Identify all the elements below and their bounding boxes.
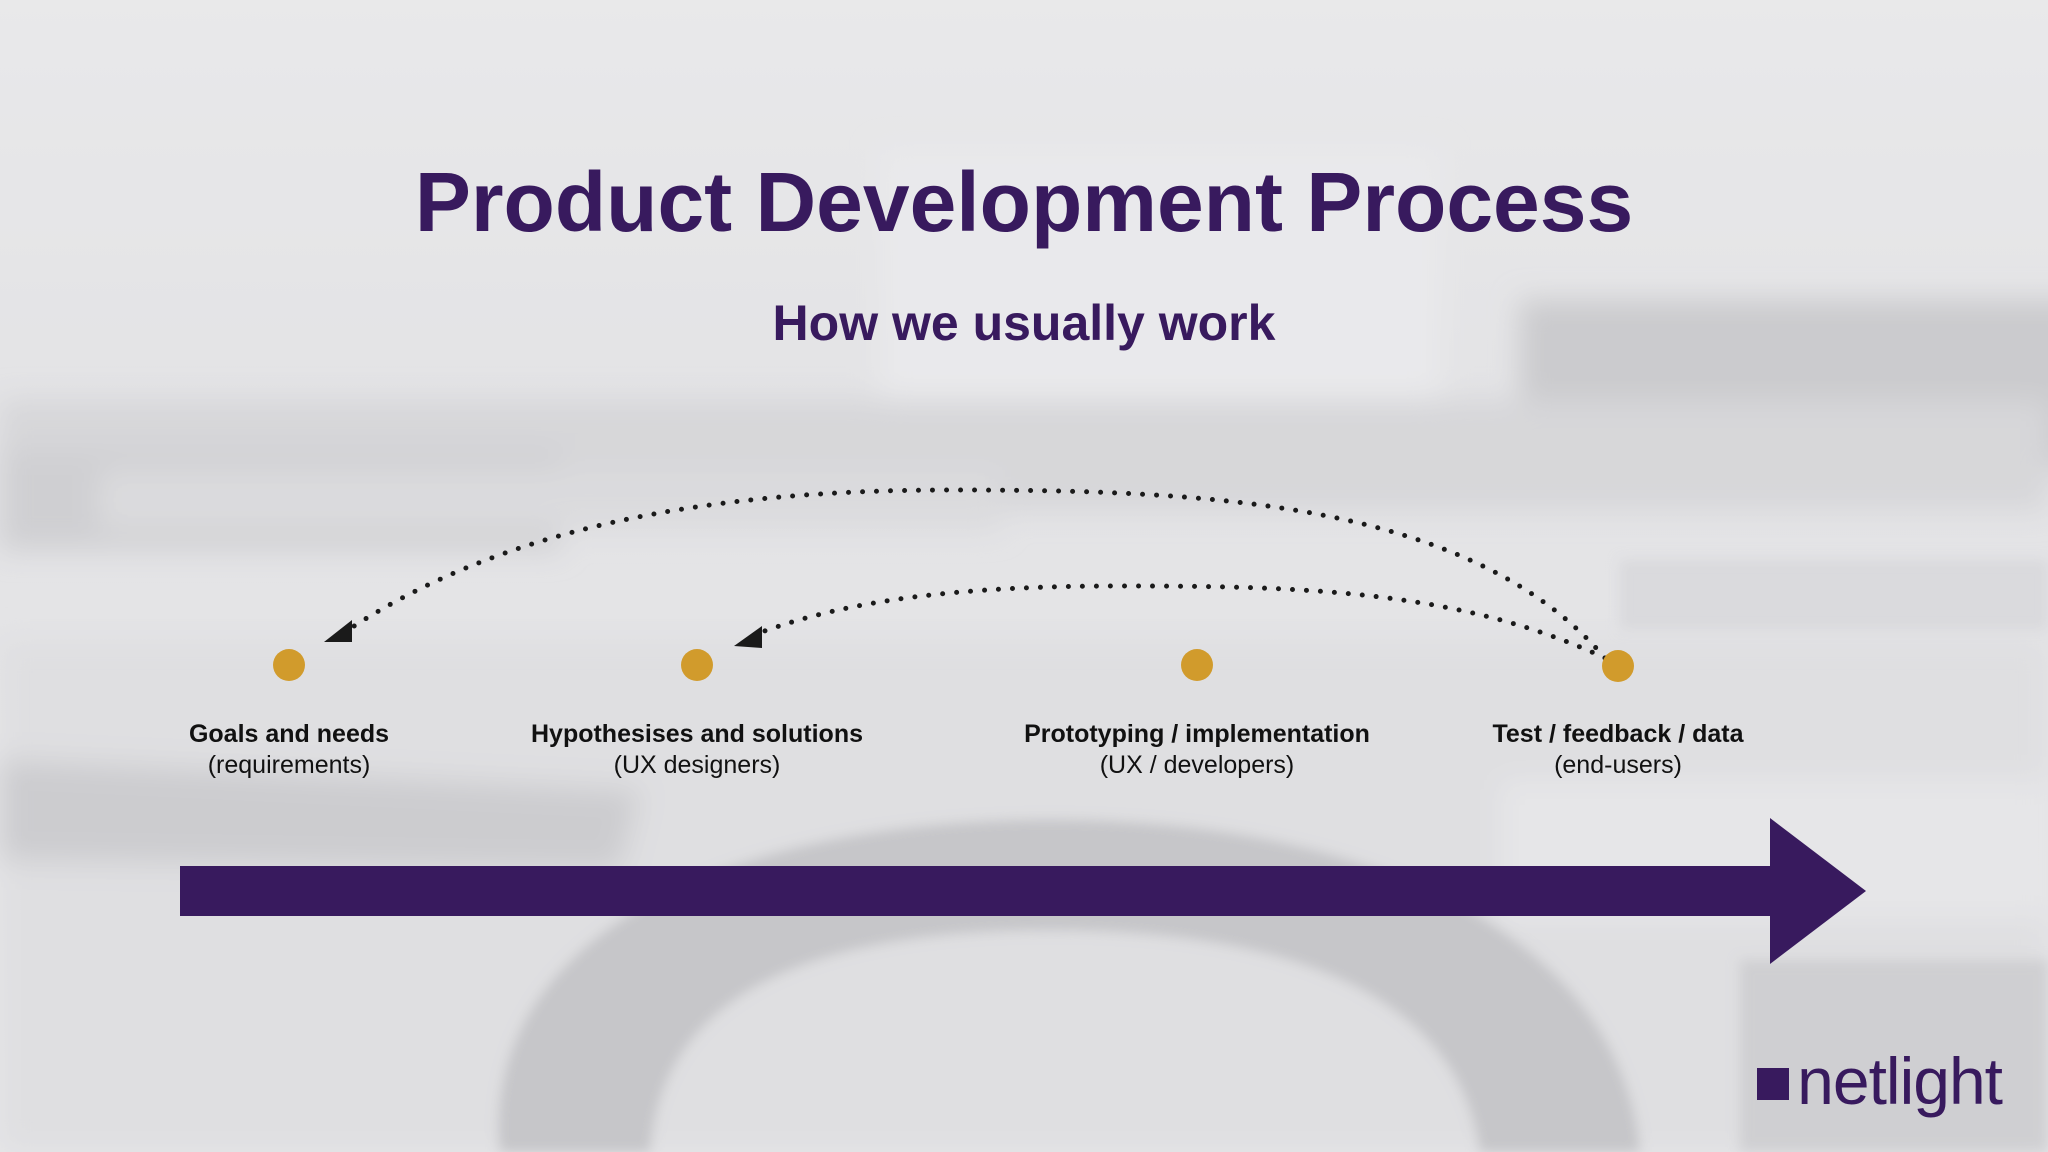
step-label: Prototyping / implementation xyxy=(1024,720,1370,748)
step-hypotheses: Hypothesises and solutions (UX designers… xyxy=(477,718,917,780)
step-label: Test / feedback / data xyxy=(1492,720,1744,748)
step-test: Test / feedback / data (end-users) xyxy=(1398,718,1838,780)
timeline-arrowhead xyxy=(1770,818,1866,964)
step-prototyping: Prototyping / implementation (UX / devel… xyxy=(977,718,1417,780)
feedback-arrowhead-hypotheses xyxy=(734,626,762,648)
feedback-loop-to-goals xyxy=(345,487,1608,661)
netlight-logo: netlight xyxy=(1757,1044,2003,1118)
step-goals: Goals and needs (requirements) xyxy=(69,718,509,780)
node-hypotheses xyxy=(681,649,713,681)
slide-subtitle: How we usually work xyxy=(772,295,1276,351)
step-role: (requirements) xyxy=(207,751,371,779)
step-role: (end-users) xyxy=(1554,751,1682,779)
node-goals xyxy=(273,649,305,681)
logo-text: netlight xyxy=(1797,1044,2003,1118)
step-role: (UX / developers) xyxy=(1099,751,1295,779)
node-test xyxy=(1602,650,1634,682)
slide-title: Product Development Process xyxy=(414,155,1634,249)
step-role: (UX designers) xyxy=(613,751,781,779)
step-label: Goals and needs xyxy=(188,720,390,748)
feedback-arrowhead-goals xyxy=(324,620,352,642)
logo-mark-icon xyxy=(1757,1068,1790,1100)
feedback-loop-to-hypotheses xyxy=(759,583,1608,661)
timeline-arrow-shaft xyxy=(180,866,1772,916)
node-prototyping xyxy=(1181,649,1213,681)
step-label: Hypothesises and solutions xyxy=(530,720,863,748)
